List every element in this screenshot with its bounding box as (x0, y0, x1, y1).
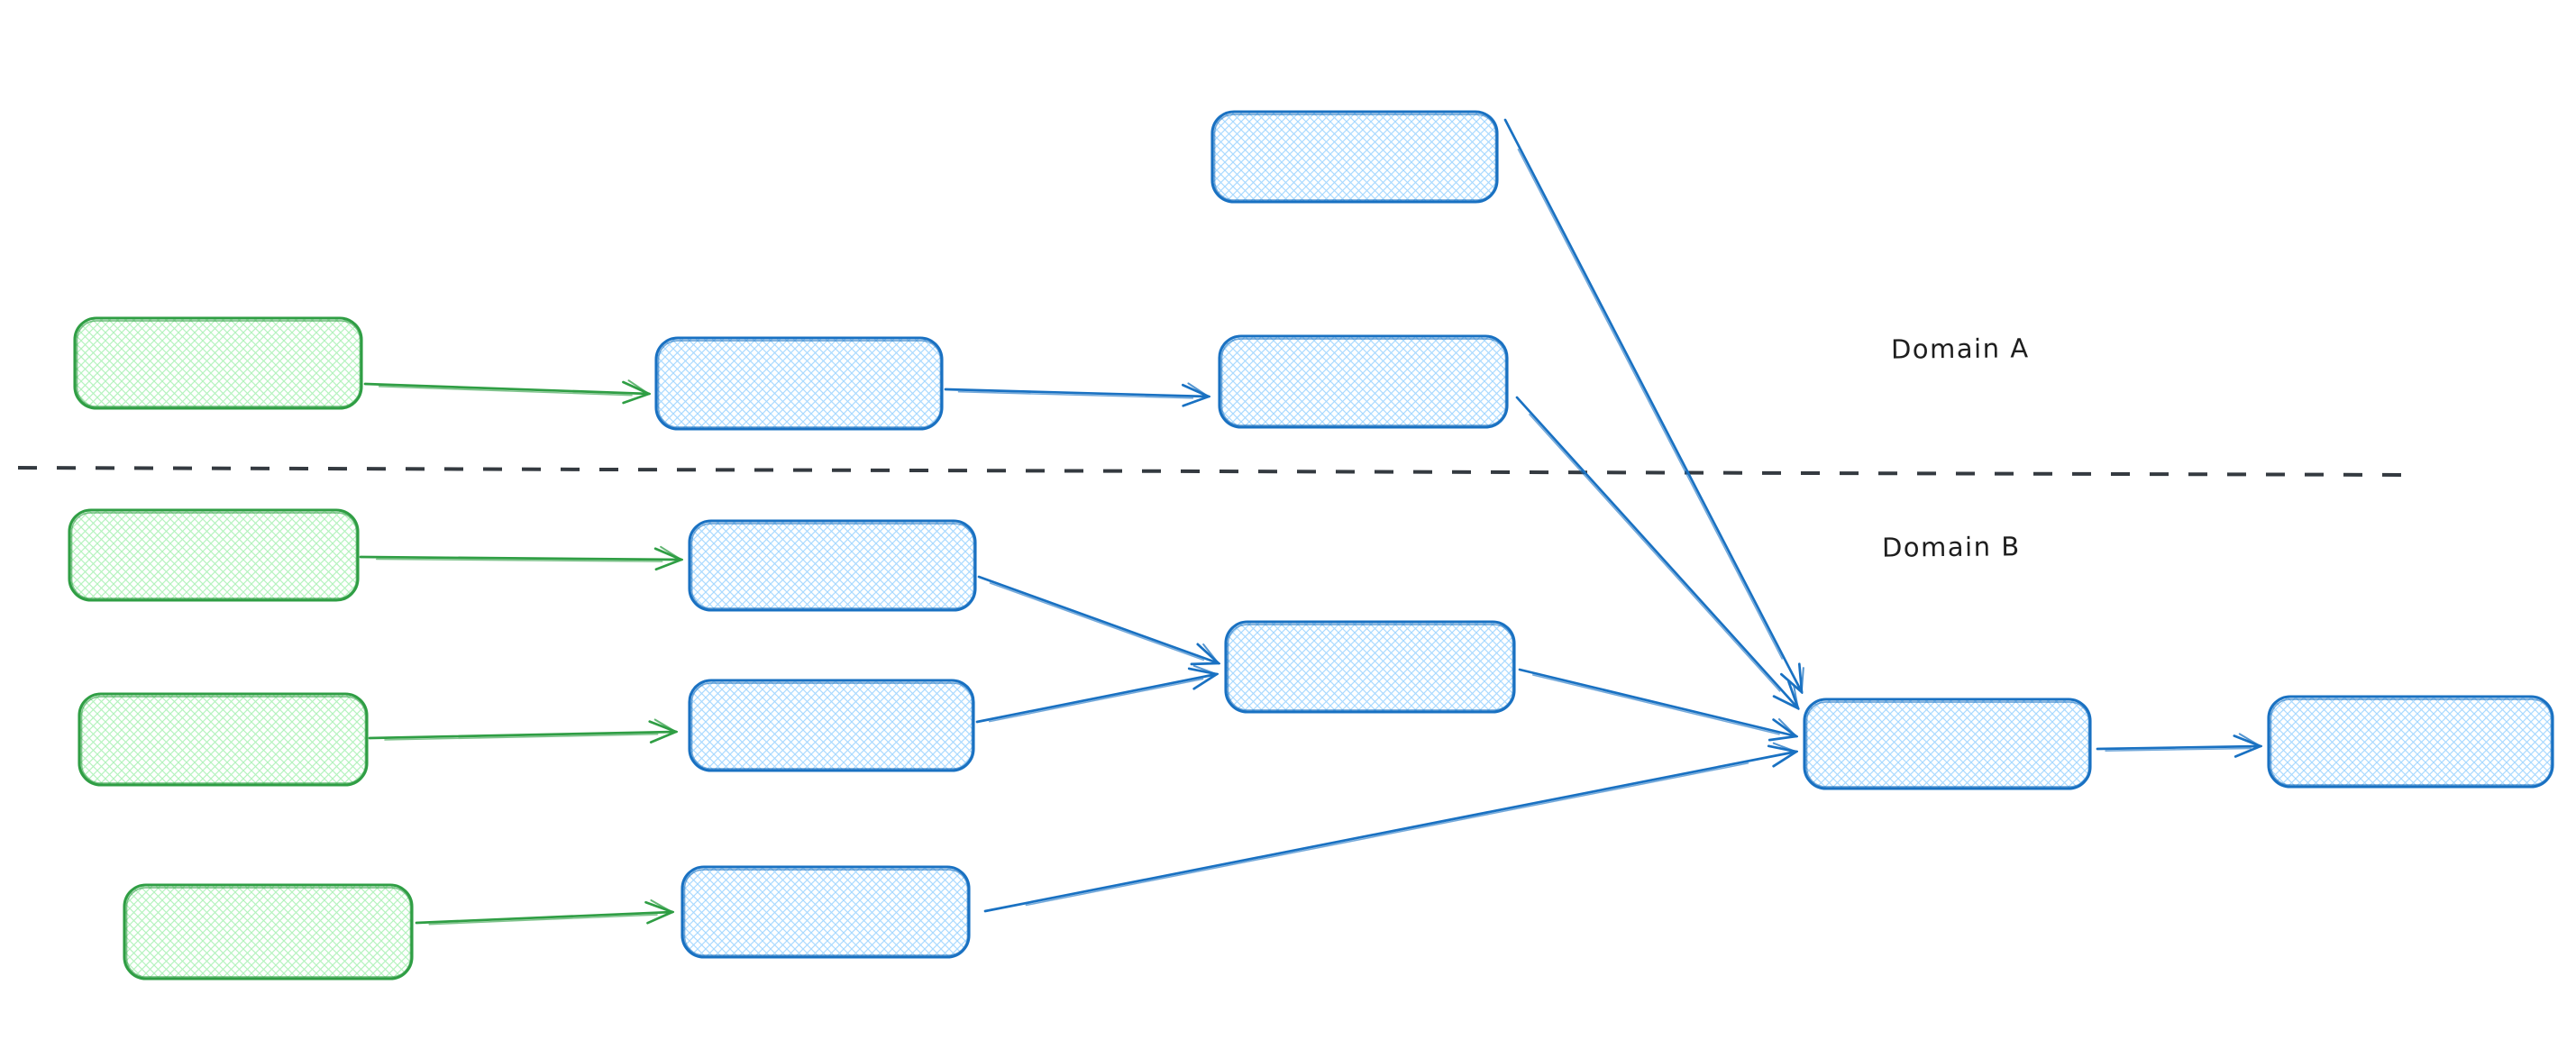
edge-blue-conv-to-blue-final (2096, 746, 2261, 751)
node-green-b1[interactable] (68, 508, 360, 602)
edge-blue-mid-to-blue-conv (1518, 668, 1796, 736)
node-blue-b1[interactable] (688, 519, 977, 612)
node-blue-b2[interactable] (688, 679, 975, 772)
domain-divider-line (17, 466, 2418, 477)
domain-a-label: Domain A (1890, 333, 2030, 365)
node-green-b2[interactable] (78, 692, 369, 787)
node-blue-b3[interactable] (681, 865, 971, 959)
edge-blue-b3-to-blue-conv (983, 752, 1796, 913)
edge-blue-top-to-blue-conv (1503, 118, 1802, 692)
node-green-b3[interactable] (123, 883, 414, 981)
edge-blue-b2-to-blue-mid (975, 674, 1217, 724)
domain-b-label: Domain B (1881, 531, 2021, 563)
edge-blue-a2-to-blue-conv (1515, 396, 1798, 708)
node-blue-a2[interactable] (1218, 334, 1509, 429)
node-green-a1[interactable] (73, 316, 363, 410)
edge-green-a1-to-blue-a1 (363, 384, 649, 396)
edge-green-b1-to-blue-b1 (359, 557, 681, 561)
node-blue-mid[interactable] (1224, 620, 1516, 714)
edge-green-b3-to-blue-b3 (415, 912, 672, 926)
edge-green-b2-to-blue-b2 (368, 732, 676, 740)
edge-blue-b1-to-blue-mid (977, 575, 1219, 663)
node-blue-final[interactable] (2267, 695, 2554, 789)
edge-blue-a1-to-blue-a2 (944, 389, 1209, 398)
node-blue-a1[interactable] (654, 336, 944, 431)
node-blue-conv[interactable] (1803, 698, 2092, 790)
node-blue-top[interactable] (1210, 110, 1499, 204)
